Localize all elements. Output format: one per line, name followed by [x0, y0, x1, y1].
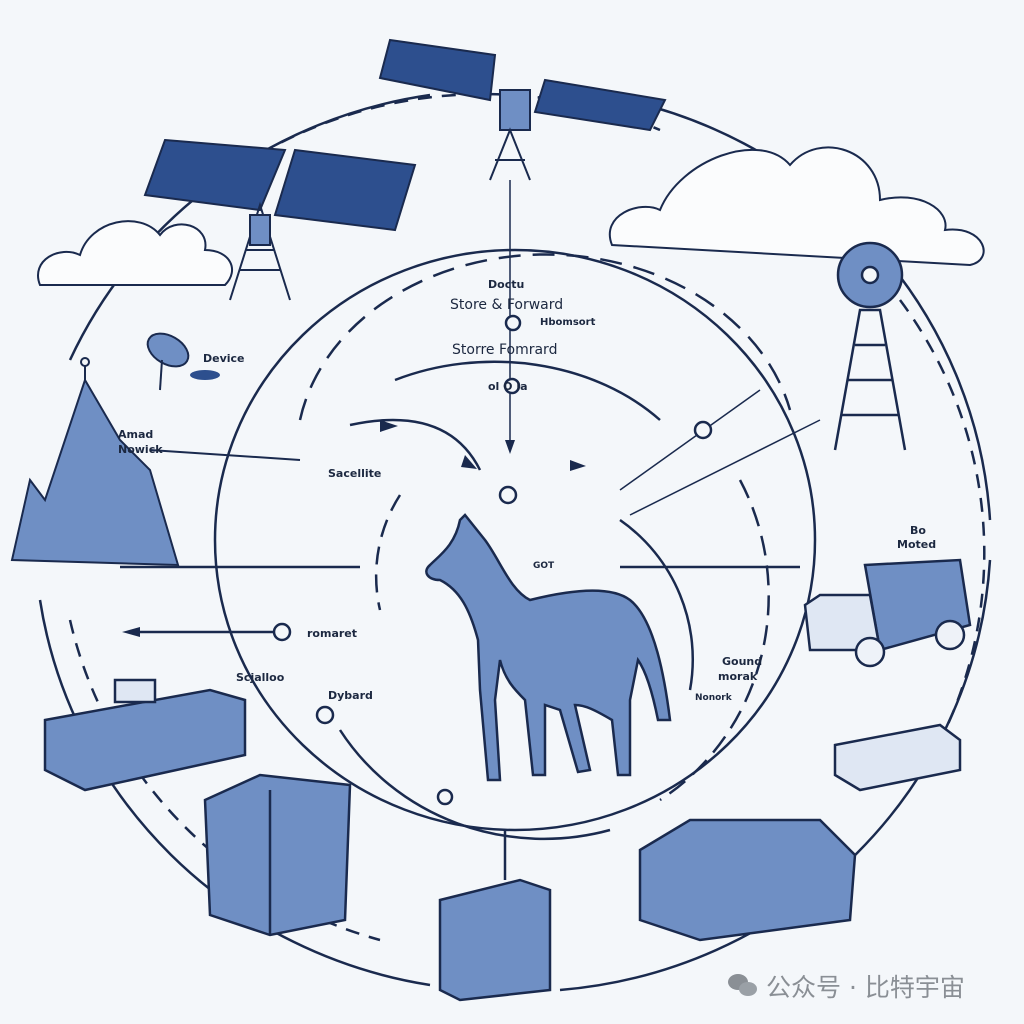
- label-center-code: ol O la: [488, 380, 528, 393]
- label-store-forward: Store & Forward: [450, 297, 564, 313]
- connector: [149, 449, 301, 461]
- node: [436, 788, 454, 806]
- arrowhead: [380, 420, 398, 432]
- inner-arc: [374, 494, 402, 611]
- inner-arc: [338, 729, 611, 841]
- label-doctu: Doctu: [488, 278, 525, 291]
- arrowhead: [505, 440, 515, 454]
- label-ground: Gound: [722, 655, 763, 668]
- label-hbomsort: Hbomsort: [540, 317, 596, 328]
- middle-ring: [213, 248, 817, 832]
- truck: [803, 558, 972, 668]
- router: [833, 723, 962, 792]
- server-bottom: [438, 830, 552, 1002]
- node: [272, 622, 292, 642]
- cloud-right: [608, 146, 985, 267]
- label-moted: Moted: [897, 538, 937, 551]
- wind-turbine-tower: [833, 241, 907, 451]
- label-network: Nowick: [118, 443, 163, 456]
- wechat-icon: [728, 974, 758, 998]
- outer-ring: [38, 599, 431, 987]
- satellite-top: [378, 38, 667, 181]
- label-bo: Bo: [910, 524, 926, 537]
- node: [503, 377, 521, 395]
- server-tower: [203, 773, 352, 937]
- label-scjalloo: Scjalloo: [236, 671, 285, 684]
- node: [315, 705, 335, 725]
- cloud-left: [37, 220, 234, 286]
- inner-arc: [619, 518, 695, 691]
- connector: [619, 389, 761, 491]
- label-dybard: Dybard: [328, 689, 373, 702]
- label-store-forward-2: Storre Fomrard: [452, 342, 558, 358]
- inner-arc: [298, 253, 792, 421]
- label-romaret: romaret: [307, 627, 358, 640]
- generator: [638, 818, 857, 942]
- node: [504, 314, 522, 332]
- label-nonork: Nonork: [695, 693, 732, 703]
- node: [498, 485, 518, 505]
- satellite-dish: [146, 332, 220, 391]
- label-amad: Amad: [118, 428, 154, 441]
- inner-arc: [659, 479, 770, 802]
- mountain: [10, 377, 180, 567]
- inner-arc: [349, 418, 482, 471]
- horse: [425, 513, 672, 782]
- watermark: 公众号 · 比特宇宙: [728, 968, 965, 1004]
- label-got: GOT: [533, 561, 555, 571]
- server-rack-left: [43, 678, 247, 792]
- label-device: Device: [203, 352, 245, 365]
- satellite-left: [143, 138, 417, 301]
- outer-ring: [559, 559, 992, 992]
- outer-ring-dashed: [898, 299, 986, 761]
- watermark-text: 公众号 · 比特宇宙: [766, 973, 965, 1002]
- label-ground-network: morak: [718, 670, 758, 683]
- arrowhead: [122, 627, 140, 637]
- inner-arc: [394, 360, 661, 421]
- connector: [629, 419, 821, 516]
- arrowhead: [461, 455, 477, 469]
- label-satellite: Sacellite: [328, 467, 382, 480]
- node: [693, 420, 713, 440]
- arrowhead: [570, 460, 586, 471]
